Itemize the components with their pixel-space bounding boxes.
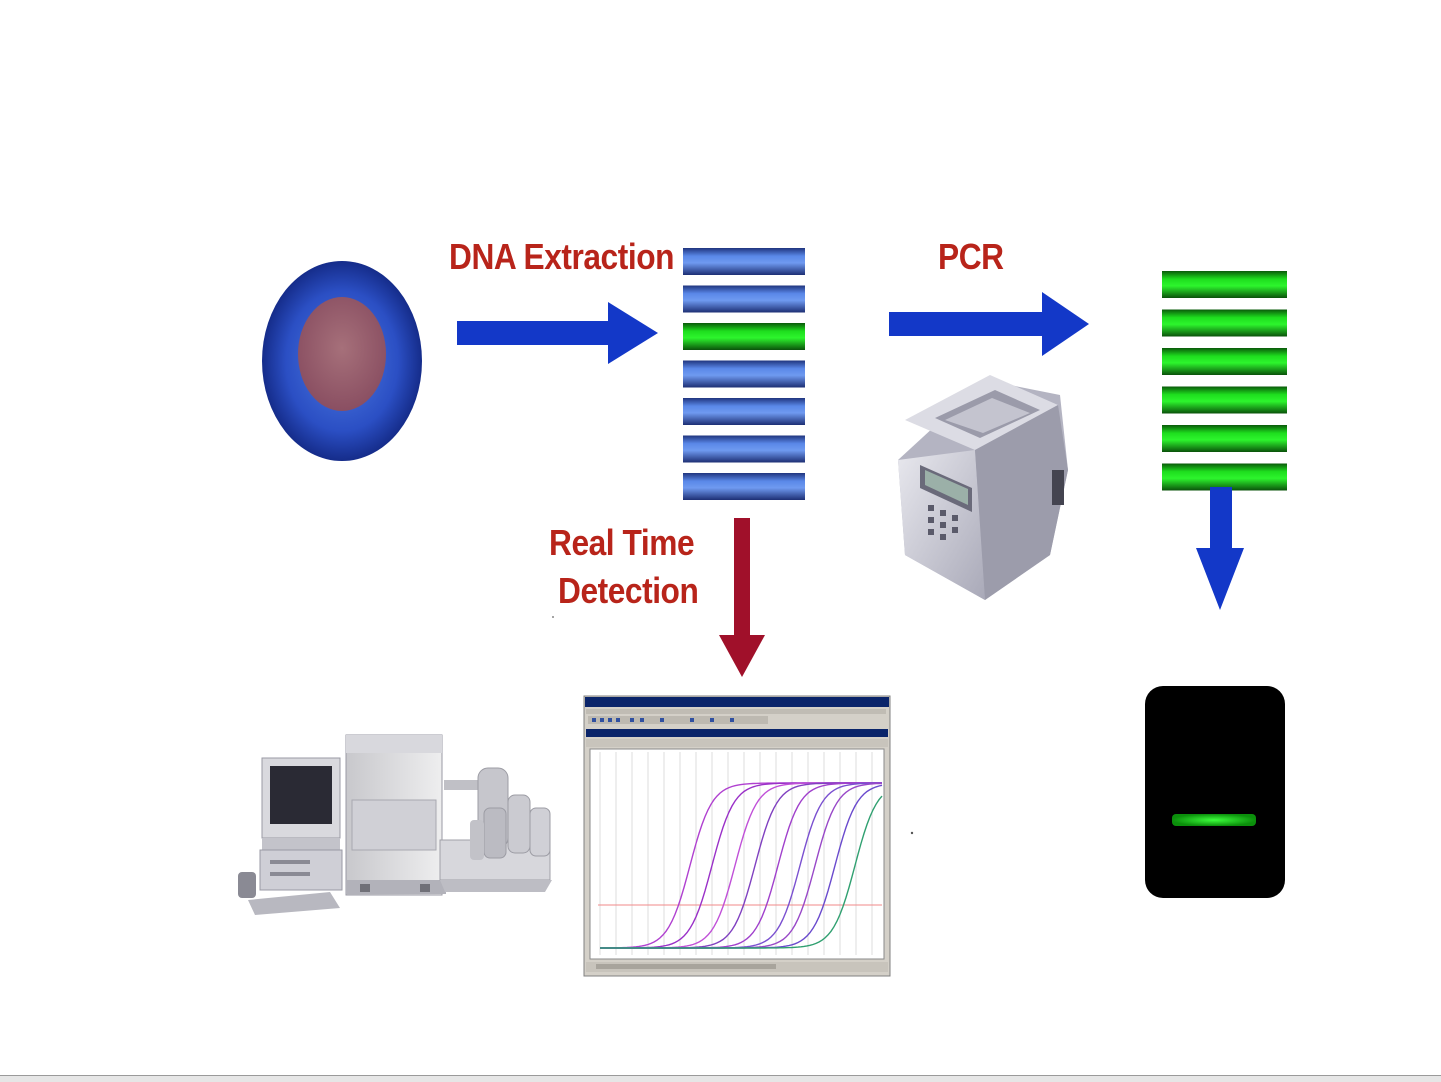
green-dna-strand bbox=[1162, 464, 1287, 491]
detection-label: Detection bbox=[558, 570, 698, 612]
extracted-dna-strands bbox=[683, 248, 805, 500]
blue-dna-strand bbox=[683, 286, 805, 313]
dna-extraction-arrow bbox=[457, 302, 658, 364]
blue-dna-strand bbox=[683, 473, 805, 500]
blue-dna-strand bbox=[683, 436, 805, 463]
thermocycler-icon bbox=[898, 375, 1068, 600]
real-time-detection-arrow bbox=[719, 518, 765, 677]
blue-dna-strand bbox=[683, 398, 805, 425]
pcr-label: PCR bbox=[938, 236, 1004, 278]
green-dna-strand bbox=[1162, 348, 1287, 375]
gel-arrow bbox=[1196, 487, 1244, 610]
real-time-label: Real Time bbox=[549, 522, 694, 564]
amplified-dna-strands bbox=[1162, 271, 1287, 491]
dna-extraction-label: DNA Extraction bbox=[449, 236, 674, 278]
green-dna-strand bbox=[1162, 425, 1287, 452]
stray-dot bbox=[911, 832, 913, 834]
green-dna-strand bbox=[1162, 271, 1287, 298]
blue-dna-strand bbox=[683, 361, 805, 388]
realtime-pcr-instrument-icon bbox=[238, 735, 552, 915]
blue-dna-strand bbox=[683, 248, 805, 275]
gel-band-icon bbox=[1145, 686, 1285, 898]
green-dna-strand bbox=[1162, 310, 1287, 337]
amplification-plot-screenshot bbox=[584, 696, 890, 976]
cell-icon bbox=[262, 261, 422, 461]
green-dna-strand bbox=[1162, 387, 1287, 414]
pcr-arrow bbox=[889, 292, 1089, 356]
stray-dot bbox=[552, 616, 554, 618]
green-dna-strand bbox=[683, 323, 805, 350]
